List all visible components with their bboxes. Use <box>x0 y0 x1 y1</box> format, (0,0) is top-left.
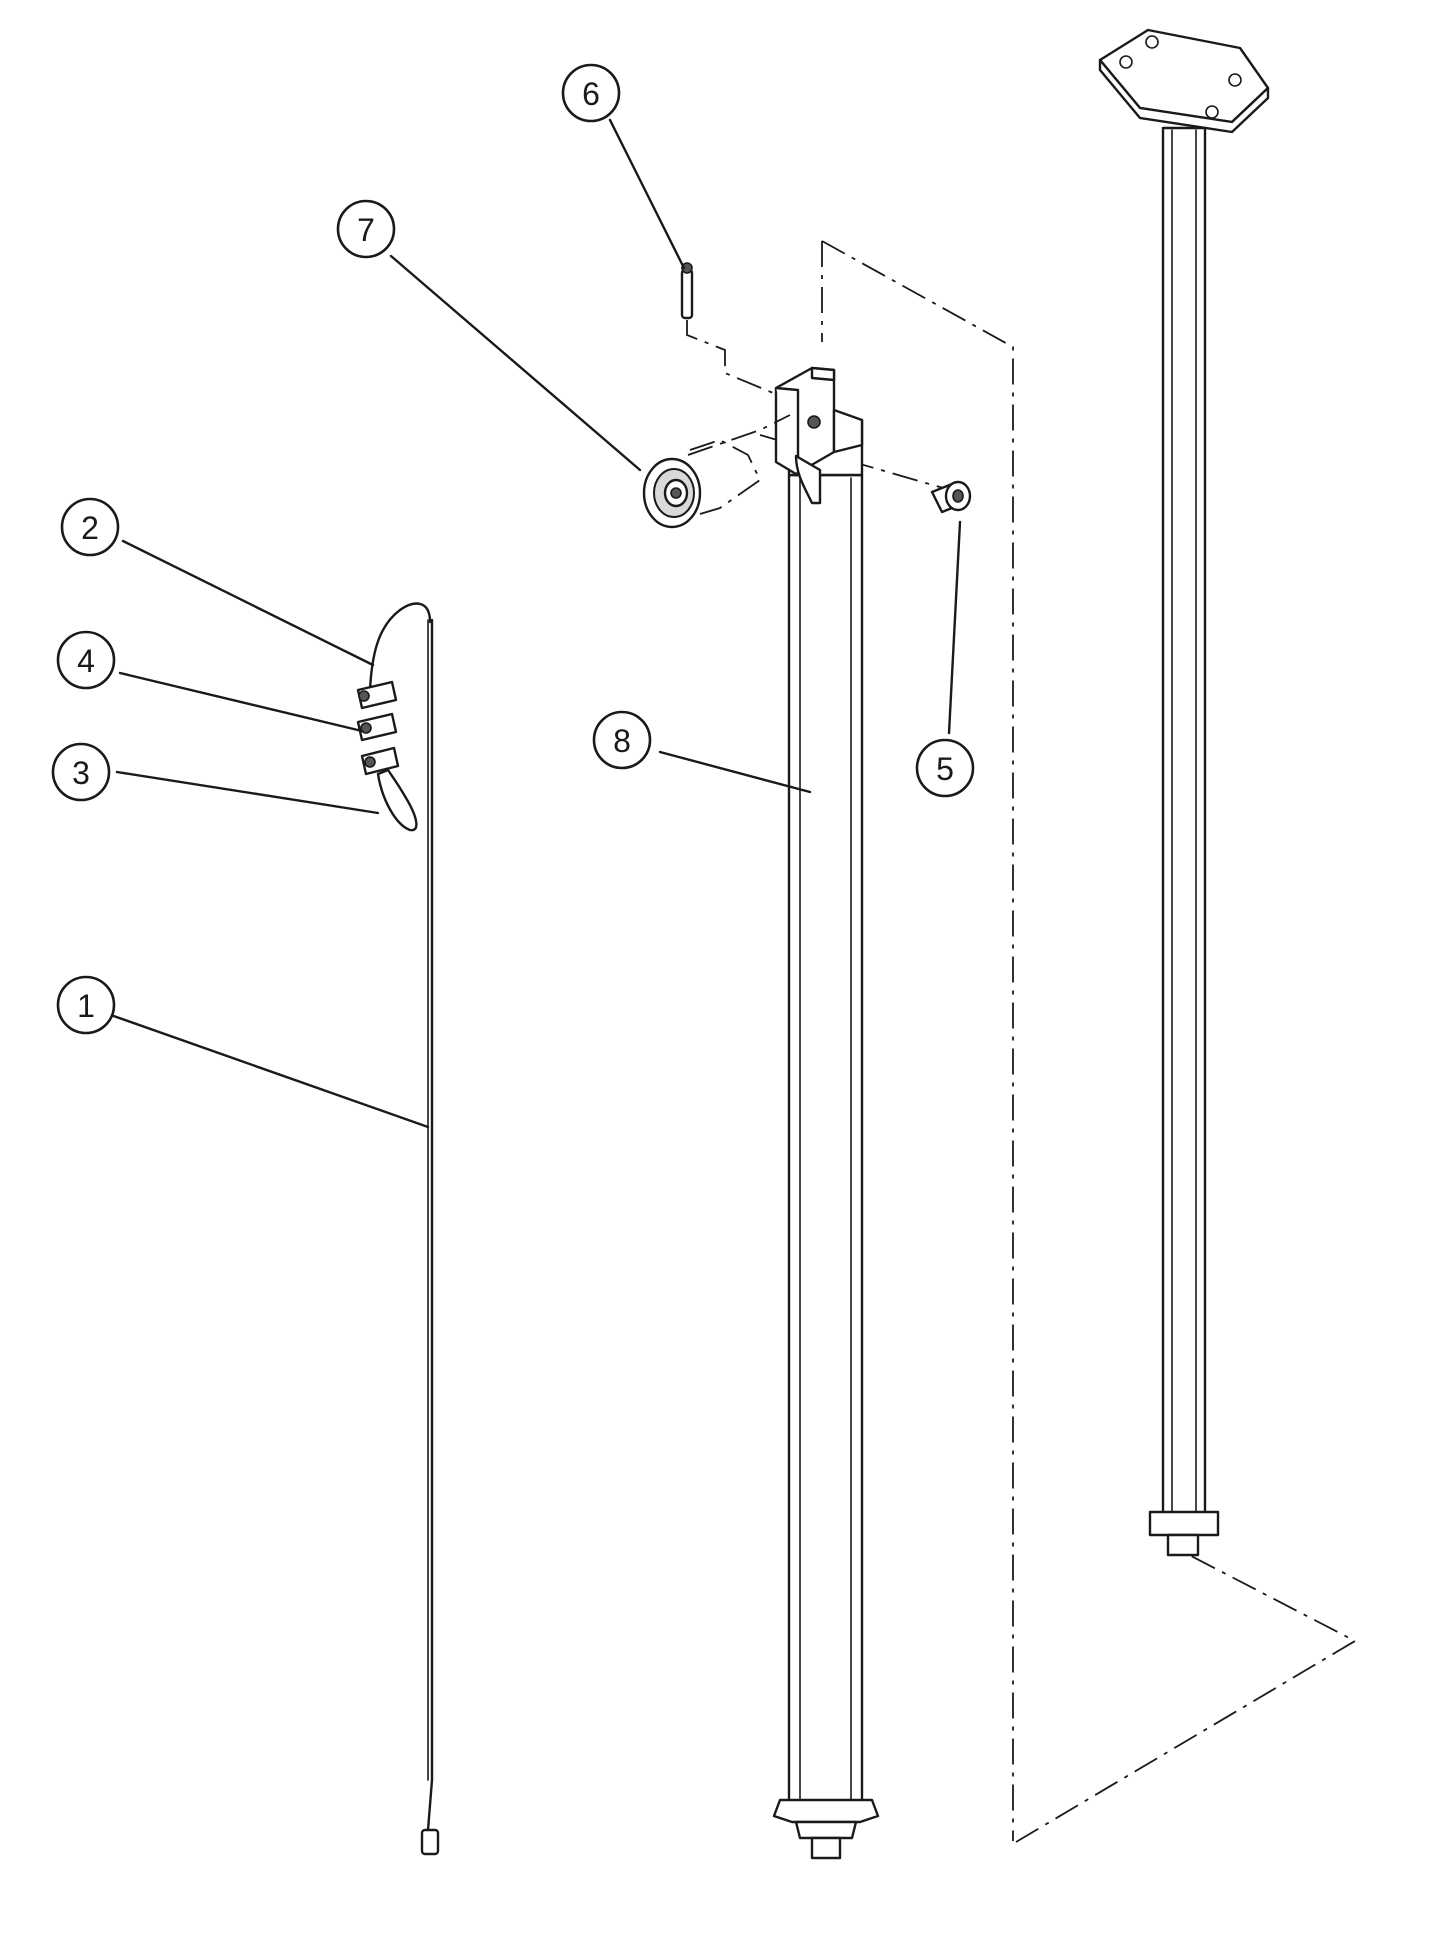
support-foot <box>1148 1510 1220 1537</box>
thimble <box>376 768 418 832</box>
callout-3-label: 3 <box>72 755 90 791</box>
support-tube-assembly <box>1098 28 1270 1557</box>
cable-assembly <box>356 602 440 1856</box>
post-top-bracket <box>774 366 836 476</box>
callout-8-label: 8 <box>613 723 631 759</box>
wire-clamp-upper <box>356 680 398 710</box>
support-tube <box>1161 126 1207 1515</box>
callout-2-label: 2 <box>81 510 99 546</box>
square-post <box>772 366 880 1860</box>
hex-top-plate <box>1098 28 1270 124</box>
callout-1: 1 <box>56 975 116 1035</box>
cotter-pin <box>680 262 779 396</box>
callout-4-label: 4 <box>77 643 95 679</box>
callout-4: 4 <box>56 630 116 690</box>
bushing-pin <box>930 480 972 514</box>
callout-2: 2 <box>60 497 120 557</box>
pulley-wheel <box>642 414 791 529</box>
callout-1-label: 1 <box>77 988 95 1024</box>
leader-lines <box>106 118 962 1129</box>
callout-7: 7 <box>336 199 396 259</box>
cable-end-ferrule <box>420 1828 440 1856</box>
callout-6-label: 6 <box>582 76 600 112</box>
callout-3: 3 <box>51 742 111 802</box>
post-foot <box>772 1798 880 1824</box>
callout-5: 5 <box>915 738 975 798</box>
callout-7-label: 7 <box>357 212 375 248</box>
callout-8: 8 <box>592 710 652 770</box>
callout-6: 6 <box>561 63 621 123</box>
callout-5-label: 5 <box>936 751 954 787</box>
